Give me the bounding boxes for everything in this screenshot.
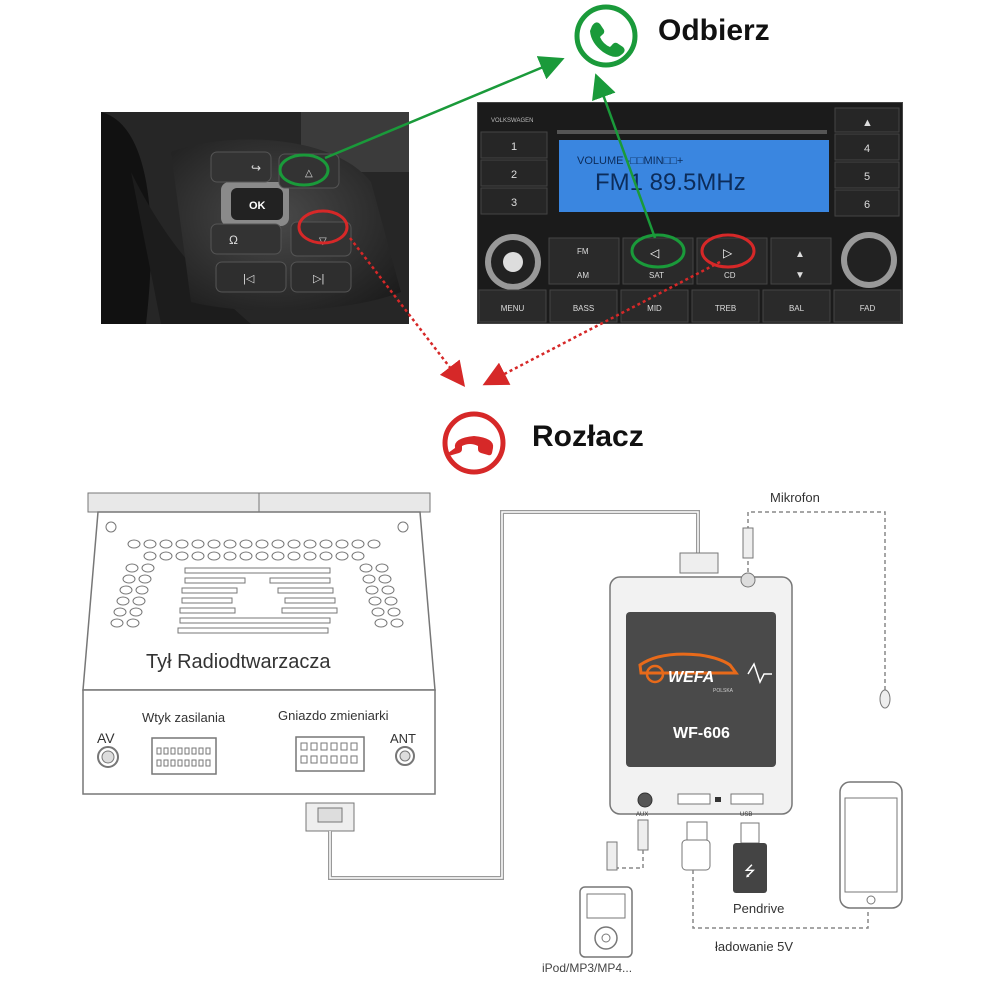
display-line1: VOLUME -□□MIN□□+ [577,155,683,167]
ipod-label: iPod/MP3/MP4... [542,961,632,975]
radio-button-bass: BASS [573,304,594,313]
pendrive-label: Pendrive [733,901,784,916]
cd-label: CD [724,271,736,280]
microphone-label: Mikrofon [770,490,820,505]
svg-text:▲: ▲ [795,249,805,260]
microphone-icon [879,689,891,709]
svg-text:△: △ [305,168,313,179]
changer-socket-label: Gniazdo zmieniarki [278,708,389,723]
sat-button-highlight [630,233,686,269]
fm-label: FM [577,247,589,256]
charging-label: ładowanie 5V [715,939,793,954]
preset-3-label: 3 [511,197,517,209]
radio-button-mid: MID [647,304,662,313]
preset-5-label: 5 [864,171,870,183]
radio-display [559,140,829,212]
steering-wheel-photo: ↪ △ ▽ Ω |◁ ▷| OK [101,112,409,324]
signal-arrows [324,4,721,475]
svg-text:▼: ▼ [795,270,805,281]
hangup-phone-icon [442,411,506,475]
wf606-module: WEFA POLSKA WF-606 AUX USB [609,572,793,818]
aux-port-label: AUX [636,812,648,818]
radio-back-label: Tył Radiodtwarzacza [146,651,331,673]
power-plug-label: Wtyk zasilania [142,710,226,725]
smartphone-icon [839,781,903,909]
radio-brand: VOLKSWAGEN [491,118,533,124]
am-label: AM [577,271,589,280]
hangup-button-highlight [297,209,349,245]
module-model: WF-606 [673,725,730,742]
ipod-icon [579,886,633,958]
answer-arrow-radio [592,73,657,239]
answer-button-highlight [278,153,330,187]
changer-socket-connector [295,736,365,772]
aux-cable [611,842,644,869]
pendrive-icon: ⭍ [733,822,767,893]
module-brand-sub: POLSKA [713,688,734,694]
sat-label: SAT [649,271,664,280]
answer-label: Odbierz [658,14,770,47]
cd-button-highlight [700,233,756,269]
charging-cable [692,870,869,929]
preset-1-label: 1 [511,141,517,153]
module-brand: WEFA [668,669,714,686]
svg-text:Ω: Ω [229,233,238,247]
preset-6-label: 6 [864,199,870,211]
radio-button-fad: FAD [860,304,876,313]
answer-phone-icon [574,4,638,68]
hangup-arrow-radio [482,260,721,386]
preset-2-label: 2 [511,169,517,181]
svg-text:|◁: |◁ [243,273,255,285]
radio-back-unit: Tył Radiodtwarzacza AV ANT Wtyk zasilani… [82,492,436,795]
svg-text:⭍: ⭍ [744,863,756,879]
display-line2: FM1 89.5MHz [595,169,746,196]
svg-text:↪: ↪ [251,161,261,175]
svg-text:▷: ▷ [723,246,733,260]
usb-port-label: USB [740,812,752,818]
hangup-arrow-steering [349,237,466,387]
radio-button-menu: MENU [501,304,525,313]
radio-button-bal: BAL [789,304,805,313]
radio-button-treb: TREB [715,304,736,313]
ok-button-label: OK [249,200,266,212]
svg-text:▷|: ▷| [313,273,324,285]
answer-arrow-steering [324,56,565,160]
wiring-diagram: Tył Radiodtwarzacza AV ANT Wtyk zasilani… [82,490,903,975]
module-connector [679,552,719,574]
power-plug-connector [151,737,217,775]
ant-label: ANT [390,731,416,746]
radio-photo: VOLKSWAGEN 1 2 3 ▲ 4 5 6 VOLUME -□□MIN□□… [477,102,903,324]
svg-text:▲: ▲ [862,117,873,129]
preset-4-label: 4 [864,143,870,155]
av-label: AV [97,730,115,746]
svg-text:◁: ◁ [650,246,660,260]
hangup-label: Rozłacz [532,420,644,453]
